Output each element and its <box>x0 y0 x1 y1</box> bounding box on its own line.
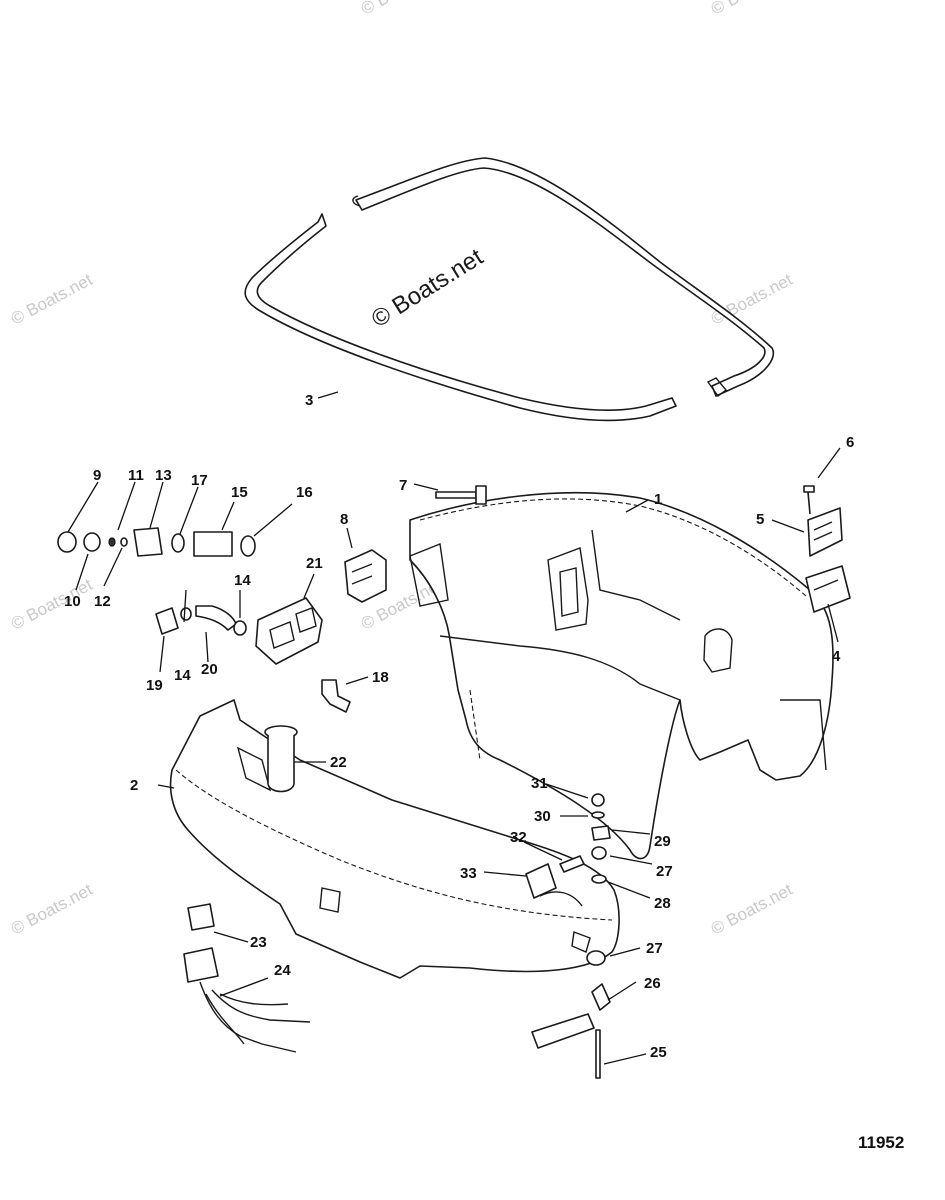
callout-13: 13 <box>155 467 172 484</box>
callout-6: 6 <box>846 434 854 451</box>
callout-22: 22 <box>330 754 347 771</box>
latch-parts <box>803 485 851 613</box>
switch-harness <box>183 903 311 1053</box>
callout-7: 7 <box>399 477 407 494</box>
callout-27a: 27 <box>656 863 673 880</box>
callout-9: 9 <box>93 467 101 484</box>
background-watermarks: © Boats.net © Boats.net © Boats.net © Bo… <box>8 0 796 939</box>
callout-25: 25 <box>650 1044 667 1061</box>
callout-1: 1 <box>654 491 662 508</box>
callout-16: 16 <box>296 484 313 501</box>
callout-29: 29 <box>654 833 671 850</box>
fitting-assembly <box>57 527 256 557</box>
callout-12: 12 <box>94 593 111 610</box>
diagram-watermark: © Boats.net <box>367 243 488 333</box>
callout-28: 28 <box>654 895 671 912</box>
callout-24: 24 <box>274 962 291 979</box>
watermark-tr: © Boats.net <box>708 270 796 329</box>
callout-2: 2 <box>130 777 138 794</box>
callout-5: 5 <box>756 511 764 528</box>
watermark-br: © Boats.net <box>708 880 796 939</box>
callout-26: 26 <box>644 975 661 992</box>
leader-lines <box>67 391 841 1065</box>
callout-30: 30 <box>534 808 551 825</box>
callout-10: 10 <box>64 593 81 610</box>
callout-33: 33 <box>460 865 477 882</box>
callout-31: 31 <box>531 775 548 792</box>
watermark-tl: © Boats.net <box>8 270 96 329</box>
callout-21: 21 <box>306 555 323 572</box>
callout-19: 19 <box>146 677 163 694</box>
callout-11: 11 <box>128 467 144 484</box>
callout-18: 18 <box>372 669 389 686</box>
watermark-top-r: © Boats.net <box>708 0 796 19</box>
hose-parts <box>155 605 247 636</box>
callout-labels: 1 2 3 4 5 6 7 8 9 10 11 12 13 14 14 15 1… <box>64 392 854 1061</box>
tube-part <box>264 725 298 793</box>
elbow-fitting <box>321 679 351 713</box>
cover-plate <box>255 597 323 665</box>
callout-14b: 14 <box>174 667 191 684</box>
callout-20: 20 <box>201 661 218 678</box>
callout-14a: 14 <box>234 572 251 589</box>
callout-3: 3 <box>305 392 313 409</box>
callout-8: 8 <box>340 511 348 528</box>
callout-17: 17 <box>191 472 208 489</box>
callout-15: 15 <box>231 484 248 501</box>
callout-27b: 27 <box>646 940 663 957</box>
watermark-bl: © Boats.net <box>8 880 96 939</box>
seal-gasket <box>244 157 775 422</box>
bracket-part <box>344 549 387 603</box>
watermark-ml: © Boats.net <box>8 575 96 634</box>
watermark-top-c: © Boats.net <box>358 0 446 19</box>
mount-hardware <box>525 793 611 1079</box>
screw-7 <box>435 485 487 505</box>
upper-cowl <box>409 491 834 860</box>
callout-32: 32 <box>510 829 527 846</box>
figure-number: 11952 <box>858 1133 904 1152</box>
callout-4: 4 <box>832 648 841 665</box>
callout-23: 23 <box>250 934 267 951</box>
